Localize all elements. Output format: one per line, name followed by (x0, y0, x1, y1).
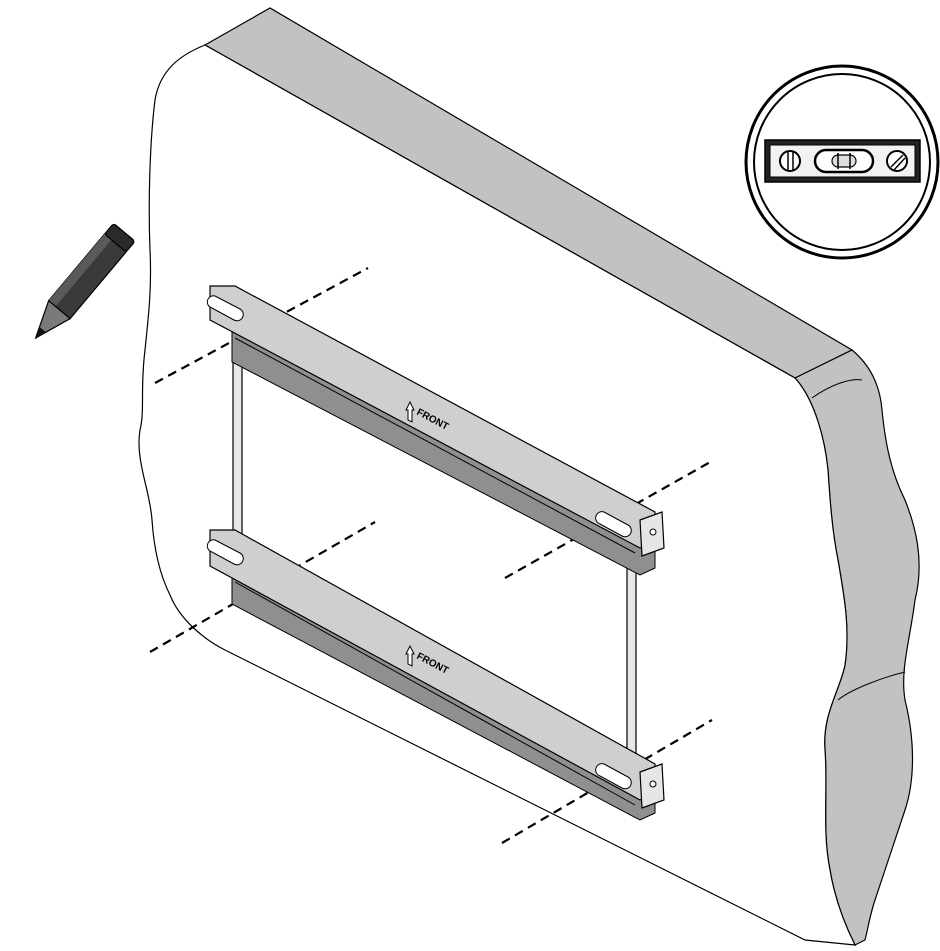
guide-line-top-right (504, 460, 713, 579)
top-rail-slot-left (206, 295, 244, 322)
wall-side-notch (837, 671, 906, 701)
top-rail (206, 285, 665, 576)
top-rail-edge-line (234, 337, 636, 554)
bottom-rail-slot-left (206, 539, 244, 566)
bottom-rail (206, 529, 665, 821)
top-rail-screw-hole-right (649, 528, 657, 536)
arrow-up-icon (405, 644, 415, 667)
wall-side-edge-line (811, 379, 863, 399)
arrow-up-icon (405, 400, 415, 423)
bottom-rail-screw-hole-right (649, 780, 657, 788)
bottom-rail-edge-line (234, 581, 636, 806)
top-rail-slot-right (595, 511, 632, 538)
right-rod (626, 544, 637, 763)
pencil-icon (34, 223, 135, 340)
guide-line-bottom-left (149, 521, 376, 653)
bottom-rail-slot-right (595, 763, 632, 790)
spirit-level-icon (744, 64, 940, 260)
